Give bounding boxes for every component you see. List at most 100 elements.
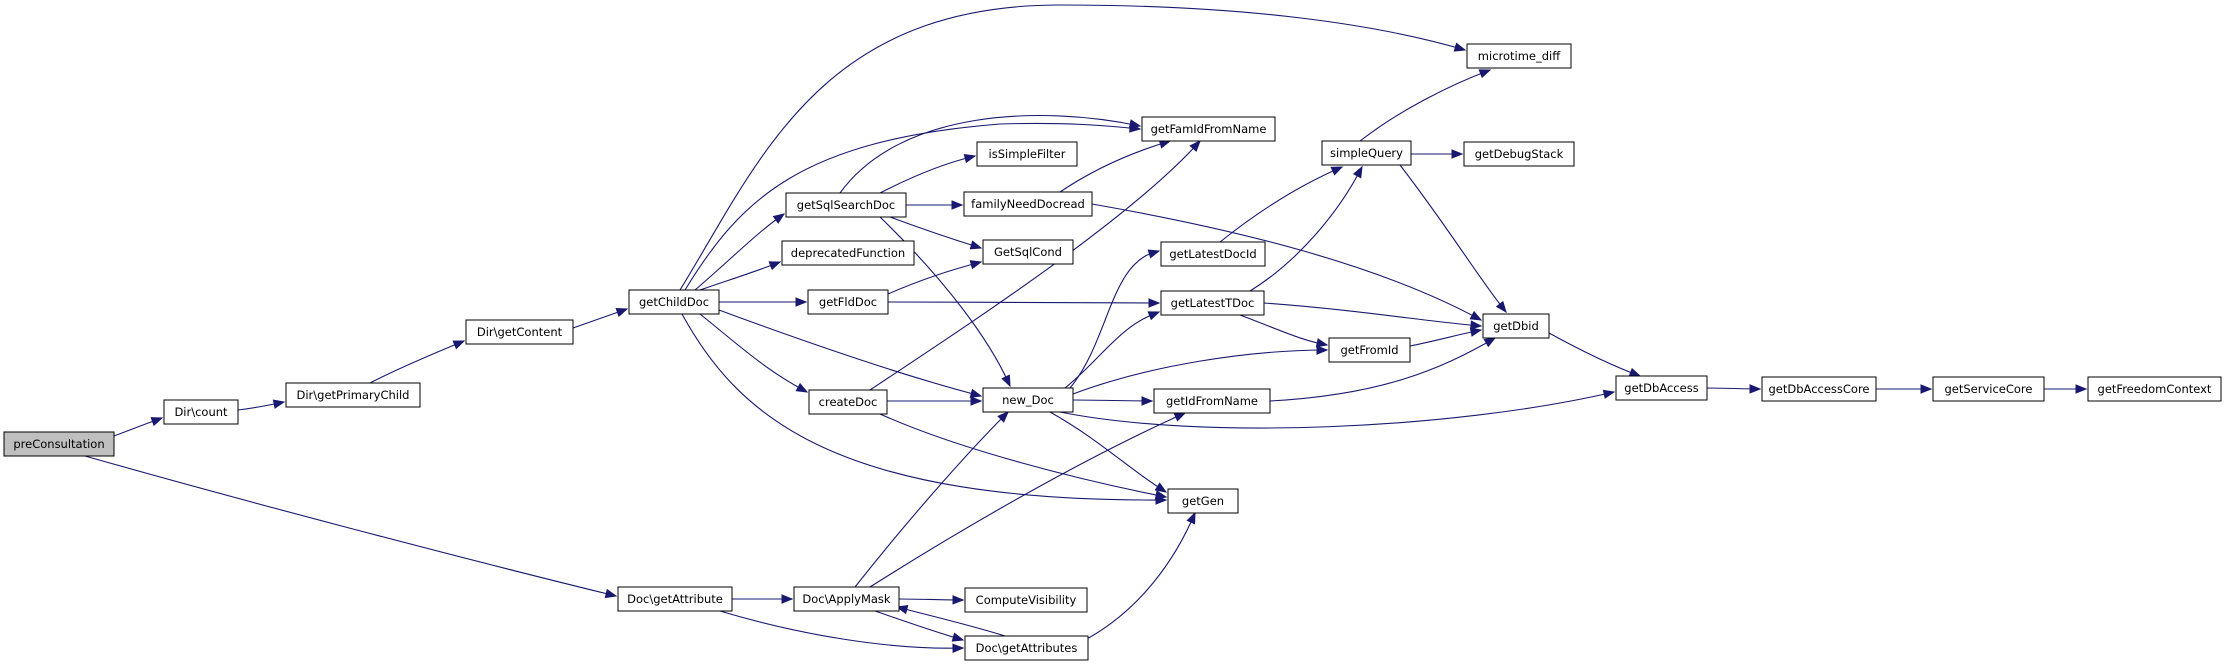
node-getdbid[interactable]: getDbid [1482,313,1550,339]
arrowhead-icon [1147,311,1161,321]
edge-getsqlsearchdoc-to-issimplefilter [879,154,977,194]
node-getsqlsearchdoc[interactable]: getSqlSearchDoc [785,192,907,218]
node-label: getLatestDocId [1169,247,1256,261]
node-getservicecore[interactable]: getServiceCore [1932,376,2045,402]
arrowhead-icon [969,260,983,270]
node-label: Dir\count [174,405,228,419]
node-getchilddoc[interactable]: getChildDoc [628,289,720,315]
edge-createdoc-to-new_doc [887,396,983,406]
edge-docgetattribute-to-docapplymask [732,594,794,604]
node-label: new_Doc [1002,393,1054,407]
node-box [793,586,900,612]
edge-line [1263,302,1482,327]
edge-docgetattributes-to-docapplymask [895,605,1006,637]
edge-layer [84,4,2088,653]
edge-dircount-to-dirgetprimarychild [237,399,286,411]
node-getfamidfromname[interactable]: getFamIdFromName [1141,116,1276,142]
edge-getchilddoc-to-deprecatedfunction [699,261,782,291]
node-box [1160,290,1265,316]
node-getsqlcond[interactable]: GetSqlCond [982,239,1074,265]
node-label: getFromId [1340,343,1398,357]
edge-line [1059,140,1171,193]
node-getlatestdocid[interactable]: getLatestDocId [1160,241,1266,267]
edge-getchilddoc-to-getflddoc [719,297,808,307]
node-box [1463,141,1575,167]
node-label: GetSqlCond [994,245,1062,259]
arrowhead-icon [997,411,1009,423]
node-getflddoc[interactable]: getFldDoc [807,289,889,315]
node-label: getFamIdFromName [1151,122,1267,136]
edge-line [1249,166,1363,292]
node-box [3,431,115,457]
node-box [1615,375,1708,401]
edge-getfromid-to-getdbid [1409,327,1483,347]
node-box [1141,116,1276,142]
edge-line [1064,311,1160,389]
node-box [1153,388,1271,414]
node-box [617,586,733,612]
node-familyneeddocread[interactable]: familyNeedDocread [963,191,1093,217]
node-label: getChildDoc [639,295,709,309]
edge-line [699,261,781,291]
node-preConsultation[interactable]: preConsultation [3,431,115,457]
arrowhead-icon [963,154,977,164]
node-box [1328,337,1411,363]
node-getlatesttdoc[interactable]: getLatestTDoc [1160,290,1265,316]
arrowhead-icon [2075,384,2088,394]
node-getidfromname[interactable]: getIdFromName [1153,388,1271,414]
node-dirgetcontent[interactable]: Dir\getContent [465,319,574,345]
arrowhead-icon [1453,42,1467,52]
node-simplequery[interactable]: simpleQuery [1321,140,1412,166]
edge-docapplymask-to-docgetattributes [874,610,965,642]
edge-line [681,313,1167,501]
node-issimplefilter[interactable]: isSimpleFilter [976,141,1078,167]
node-box [285,382,421,408]
node-createdoc[interactable]: createDoc [808,389,888,415]
node-deprecatedfunction[interactable]: deprecatedFunction [781,240,915,266]
edge-getdbaccesscore-to-getservicecore [1876,384,1933,394]
node-docapplymask[interactable]: Doc\ApplyMask [793,586,900,612]
edge-line [1409,329,1482,347]
node-getgen[interactable]: getGen [1167,488,1239,514]
node-label: preConsultation [13,437,104,451]
node-box [2087,376,2222,402]
node-label: Dir\getContent [477,325,563,339]
node-dirgetprimarychild[interactable]: Dir\getPrimaryChild [285,382,421,408]
edge-line [1072,349,1328,395]
node-label: getGen [1182,494,1224,508]
node-docgetattribute[interactable]: Doc\getAttribute [617,586,733,612]
node-box [1321,140,1412,166]
node-new_doc[interactable]: new_Doc [982,387,1074,413]
edge-new_doc-to-getlatesttdoc [1064,311,1161,389]
edge-line [887,301,1160,304]
node-docgetattributes[interactable]: Doc\getAttributes [964,635,1089,661]
node-label: getFreedomContext [2098,382,2212,396]
node-getdbaccess[interactable]: getDbAccess [1615,375,1708,401]
node-box [976,141,1078,167]
arrowhead-icon [781,594,794,604]
node-dircount[interactable]: Dir\count [163,399,239,425]
arrowhead-icon [970,396,983,406]
edge-line [684,122,1141,291]
arrowhead-icon [1749,384,1762,394]
arrowhead-icon [1154,482,1168,493]
node-getdbaccesscore[interactable]: getDbAccessCore [1761,376,1877,402]
node-getfromid[interactable]: getFromId [1328,337,1411,363]
arrowhead-icon [604,588,618,599]
node-layer: preConsultation Dir\count Dir\getPrimaryCh… [3,43,2222,661]
node-computevisibility[interactable]: ComputeVisibility [964,587,1088,613]
edge-preConsultation-to-docgetattribute [84,455,618,599]
node-getfreedomcontext[interactable]: getFreedomContext [2087,376,2222,402]
edge-line [896,606,1006,637]
node-microtime_diff[interactable]: microtime_diff [1466,43,1572,69]
node-label: Doc\getAttributes [976,641,1078,655]
node-box [1932,376,2045,402]
edge-getchilddoc-to-createdoc [699,313,809,393]
edge-line [854,411,1009,588]
node-getdebugstack[interactable]: getDebugStack [1463,141,1575,167]
arrowhead-icon [952,643,965,653]
node-box [808,389,888,415]
node-label: getDebugStack [1475,147,1564,161]
node-label: ComputeVisibility [976,593,1077,607]
arrowhead-icon [1451,149,1464,159]
